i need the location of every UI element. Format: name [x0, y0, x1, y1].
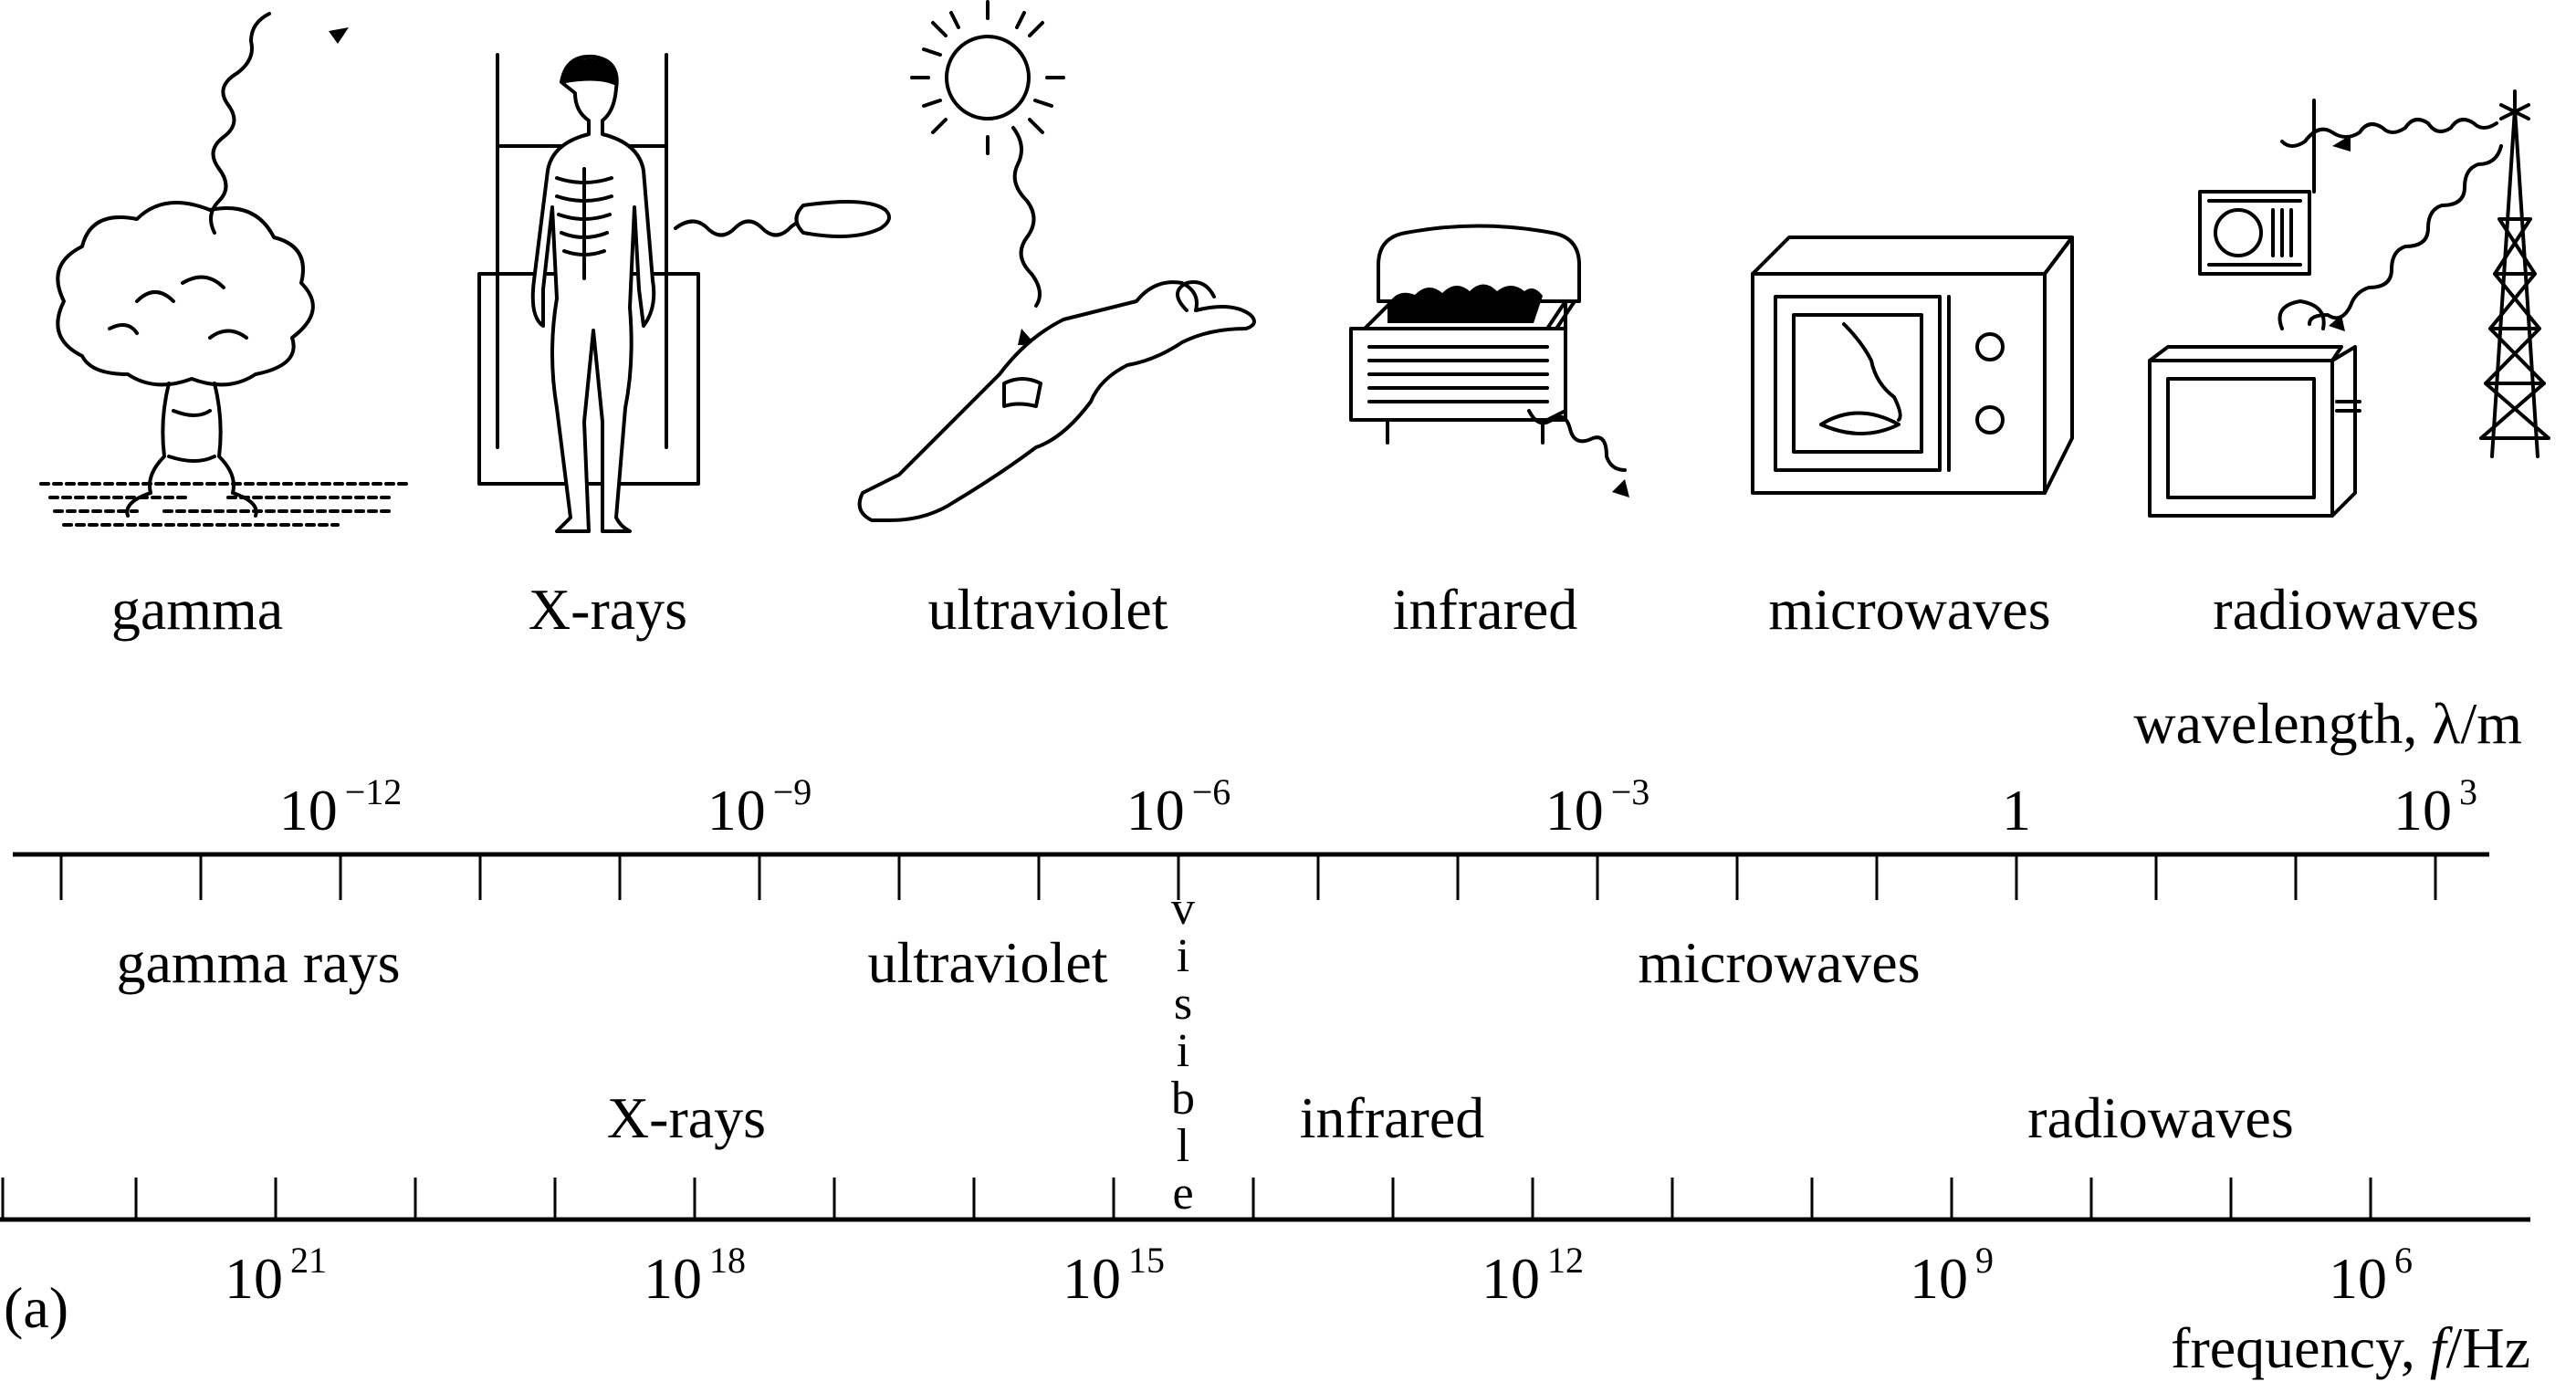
caption-radiowaves: radiowaves — [2213, 577, 2478, 642]
tick-label-base: 10 — [2393, 778, 2452, 843]
tick-label-base: 10 — [279, 778, 338, 843]
band-gamma-rays: gamma rays — [117, 930, 401, 995]
visible-letter: e — [1172, 1167, 1193, 1220]
band-labels: gamma rays ultraviolet microwaves X-rays… — [117, 883, 2294, 1220]
tick-label-exponent: 3 — [2459, 771, 2477, 812]
tick-label-base: 10 — [2329, 1246, 2387, 1311]
band-x-rays: X-rays — [607, 1085, 766, 1150]
tick-label-exponent: 6 — [2394, 1240, 2413, 1281]
tick-label-base: 10 — [707, 778, 766, 843]
tick-label-base: 1 — [2002, 778, 2031, 843]
visible-letter: b — [1171, 1073, 1195, 1125]
tick-label-exponent: 15 — [1128, 1240, 1165, 1281]
tick-label-exponent: −6 — [1192, 771, 1231, 812]
band-microwaves: microwaves — [1638, 930, 1920, 995]
tick-label-base: 10 — [1126, 778, 1185, 843]
band-infrared: infrared — [1300, 1085, 1485, 1150]
wavelength-tick-label: 10−6 — [1126, 771, 1231, 843]
tick-label-base: 10 — [225, 1246, 283, 1311]
mushroom-cloud-icon — [39, 12, 408, 527]
visible-letter: i — [1177, 1025, 1189, 1077]
tick-label-exponent: −3 — [1611, 771, 1650, 812]
tick-label-base: 10 — [1910, 1246, 1968, 1311]
caption-gamma: gamma — [111, 577, 283, 642]
microwave-oven-icon — [1751, 236, 2074, 495]
visible-letter: i — [1177, 930, 1189, 982]
caption-ultraviolet: ultraviolet — [927, 577, 1168, 642]
tick-label-base: 10 — [1063, 1246, 1121, 1311]
caption-infrared: infrared — [1393, 577, 1578, 642]
wavelength-tick-label: 1 — [2002, 778, 2031, 843]
visible-letter: l — [1177, 1120, 1189, 1172]
visible-letter: v — [1171, 883, 1195, 935]
tick-label-exponent: −9 — [773, 771, 812, 812]
wavelength-tick-label: 10−3 — [1545, 771, 1650, 843]
tick-label-exponent: 18 — [709, 1240, 746, 1281]
tick-label-exponent: 9 — [1975, 1240, 1994, 1281]
illustration-captions: gamma X-rays ultraviolet infrared microw… — [111, 577, 2479, 642]
tick-label-base: 10 — [1482, 1246, 1540, 1311]
caption-x-rays: X-rays — [529, 577, 687, 642]
band-ultraviolet: ultraviolet — [867, 930, 1107, 995]
frequency-title-unit: /Hz — [2446, 1315, 2530, 1380]
wavelength-axis-title: wavelength, λ/m — [2133, 691, 2522, 756]
xray-skeleton-icon — [477, 53, 891, 533]
sunbather-icon — [857, 0, 1256, 522]
panel-label: (a) — [4, 1275, 68, 1340]
tick-label-exponent: 12 — [1547, 1240, 1584, 1281]
wavelength-tick-label: 10−9 — [707, 771, 812, 843]
frequency-ticks — [1, 1178, 2372, 1220]
band-radiowaves: radiowaves — [2027, 1085, 2293, 1150]
tick-label-base: 10 — [1545, 778, 1604, 843]
electric-heater-icon — [1349, 224, 1629, 497]
visible-letter: s — [1174, 978, 1192, 1030]
tick-label-exponent: −12 — [345, 771, 403, 812]
radio-tv-tower-icon — [2148, 89, 2550, 518]
wavelength-ticks — [59, 854, 2437, 900]
frequency-axis-title: frequency, f/Hz — [2171, 1315, 2530, 1380]
tick-label-base: 10 — [644, 1246, 702, 1311]
wavelength-tick-label: 10−12 — [279, 771, 403, 843]
frequency-title-prefix: frequency, — [2171, 1315, 2430, 1380]
caption-microwaves: microwaves — [1768, 577, 2050, 642]
tick-label-exponent: 21 — [290, 1240, 327, 1281]
